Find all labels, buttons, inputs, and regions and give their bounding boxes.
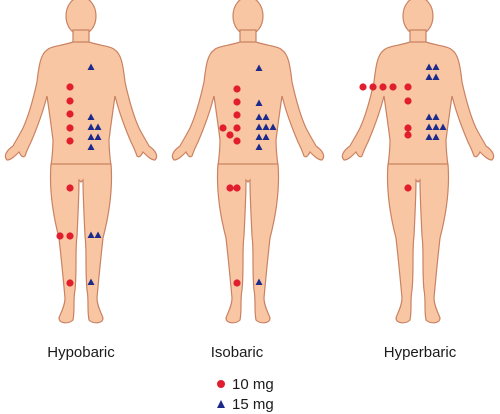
isobaric-10mg-marker (233, 184, 241, 192)
hypobaric-15mg-marker (94, 133, 102, 140)
hyperbaric-10mg-marker (379, 83, 387, 91)
isobaric-15mg-marker (255, 278, 263, 285)
panel-label-hyperbaric: Hyperbaric (383, 344, 457, 361)
legend-label-10mg: 10 mg (232, 375, 274, 393)
hypobaric-10mg-marker (66, 137, 74, 145)
hyperbaric-15mg-marker (432, 123, 440, 130)
body-figure-hyperbaric (341, 0, 495, 324)
hypobaric-15mg-marker (87, 278, 95, 285)
isobaric-10mg-marker (233, 279, 241, 287)
legend-item-10mg: 10 mg (210, 374, 274, 394)
isobaric-15mg-marker (262, 133, 270, 140)
isobaric-15mg-marker (255, 133, 263, 140)
hypobaric-10mg-marker (66, 110, 74, 118)
hyperbaric-15mg-marker (425, 113, 433, 120)
hyperbaric-10mg-marker (404, 184, 412, 192)
hyperbaric-15mg-marker (425, 63, 433, 70)
hyperbaric-15mg-marker (425, 133, 433, 140)
legend-item-15mg: 15 mg (210, 394, 274, 414)
hypobaric-15mg-marker (87, 113, 95, 120)
isobaric-10mg-marker (233, 137, 241, 145)
hypobaric-15mg-marker (87, 143, 95, 150)
isobaric-10mg-marker (233, 98, 241, 106)
hyperbaric-10mg-marker (404, 131, 412, 139)
hyperbaric-10mg-marker (404, 97, 412, 105)
hyperbaric-15mg-marker (432, 63, 440, 70)
hypobaric-10mg-marker (66, 232, 74, 240)
blue-triangle-icon (210, 399, 232, 409)
hyperbaric-15mg-marker (439, 123, 447, 130)
hyperbaric-15mg-marker (432, 113, 440, 120)
isobaric-15mg-marker (262, 113, 270, 120)
panel-label-hypobaric: Hypobaric (47, 344, 115, 361)
isobaric-15mg-marker (255, 64, 263, 71)
hypobaric-15mg-marker (87, 133, 95, 140)
isobaric-10mg-marker (233, 124, 241, 132)
isobaric-15mg-marker (255, 123, 263, 130)
hypobaric-10mg-marker (56, 232, 64, 240)
isobaric-15mg-marker (269, 123, 277, 130)
isobaric-15mg-marker (255, 143, 263, 150)
body-figure-hypobaric (4, 0, 158, 324)
panel-label-isobaric: Isobaric (210, 344, 264, 361)
isobaric-10mg-marker (233, 85, 241, 93)
hypobaric-10mg-marker (66, 97, 74, 105)
hyperbaric-10mg-marker (359, 83, 367, 91)
hypobaric-15mg-marker (87, 123, 95, 130)
hypobaric-10mg-marker (66, 124, 74, 132)
isobaric-10mg-marker (219, 124, 227, 132)
hyperbaric-10mg-marker (389, 83, 397, 91)
red-circle-icon (210, 379, 232, 389)
hyperbaric-15mg-marker (425, 73, 433, 80)
hypobaric-10mg-marker (66, 184, 74, 192)
legend: 10 mg 15 mg (210, 374, 274, 414)
hypobaric-15mg-marker (94, 123, 102, 130)
hyperbaric-10mg-marker (404, 83, 412, 91)
isobaric-10mg-marker (226, 184, 234, 192)
hypobaric-15mg-marker (94, 231, 102, 238)
hyperbaric-10mg-marker (404, 124, 412, 132)
hypobaric-15mg-marker (87, 63, 95, 70)
hyperbaric-15mg-marker (432, 73, 440, 80)
isobaric-15mg-marker (255, 99, 263, 106)
legend-label-15mg: 15 mg (232, 395, 274, 413)
hyperbaric-15mg-marker (432, 133, 440, 140)
hyperbaric-15mg-marker (425, 123, 433, 130)
hypobaric-10mg-marker (66, 279, 74, 287)
hypobaric-15mg-marker (87, 231, 95, 238)
body-figure-isobaric (171, 0, 325, 324)
hyperbaric-10mg-marker (369, 83, 377, 91)
isobaric-10mg-marker (226, 131, 234, 139)
hypobaric-10mg-marker (66, 83, 74, 91)
isobaric-15mg-marker (255, 113, 263, 120)
isobaric-15mg-marker (262, 123, 270, 130)
isobaric-10mg-marker (233, 111, 241, 119)
